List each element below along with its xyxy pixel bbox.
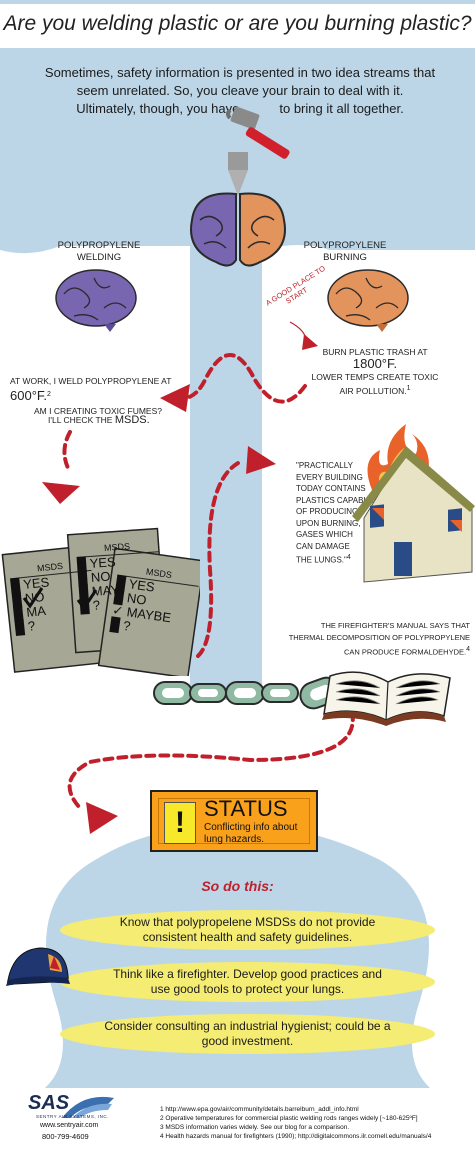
burn-text: BURN PLASTIC TRASH AT 1800°F. LOWER TEMP… <box>300 346 450 397</box>
left-label-2: WELDING <box>76 252 122 263</box>
brain-purple-icon <box>55 269 137 332</box>
firefighter-text: THE FIREFIGHTER'S MANUAL SAYS THAT THERM… <box>270 620 470 659</box>
intro-line-3a: Ultimately, though, you have <box>76 101 240 116</box>
tip-1: Know that polypropelene MSDSs do not pro… <box>60 910 435 950</box>
firefighter-helmet-icon <box>6 947 70 986</box>
burn-temp: 1800°F. <box>352 356 398 371</box>
warning-icon: ! <box>164 802 196 844</box>
burn-a: BURN PLASTIC TRASH AT <box>322 347 428 357</box>
tip-1-text: Know that polypropelene MSDSs do not pro… <box>119 915 376 944</box>
footer: SAS SENTRY AIR SYSTEMS, INC. www.sentrya… <box>0 1088 475 1152</box>
msds-sheets <box>1 527 200 676</box>
work-note: 2 <box>47 391 51 398</box>
right-label-2: BURNING <box>323 252 367 263</box>
footnote-1[interactable]: 1 http://www.epa.gov/air/community/detai… <box>160 1106 359 1113</box>
company-phone: 800-799-4609 <box>42 1132 89 1141</box>
status-text: Conflicting info about lung hazards. <box>204 822 298 845</box>
status-box: ! STATUS Conflicting info about lung haz… <box>150 790 318 852</box>
quote-line-1: EVERY BUILDING <box>296 472 363 482</box>
tip-2: Think like a firefighter. Develop good p… <box>60 962 435 1002</box>
footnote-4[interactable]: 4 Health hazards manual for firefighters… <box>160 1133 432 1140</box>
burn-3: AIR POLLUTION. <box>339 385 407 396</box>
quote-line-4: OF PRODUCING, <box>296 507 361 516</box>
work-temp: 600°F. <box>10 387 48 403</box>
company-name: SENTRY AIR SYSTEMS, INC. <box>36 1114 109 1119</box>
warning-icon-glyph: ! <box>175 806 185 839</box>
burn-2: LOWER TEMPS CREATE TOXIC <box>311 372 439 382</box>
page-title: Are you welding plastic or are you burni… <box>3 12 472 35</box>
house-fire-icon <box>352 424 475 583</box>
check-a: I'LL CHECK THE <box>48 415 113 425</box>
quote-line-7: CAN DAMAGE <box>296 541 350 551</box>
work-text: AT WORK, I WELD POLYPROPYLENE AT 600°F.2… <box>10 374 200 418</box>
footnote-2: 2 Operative temperatures for commercial … <box>160 1115 418 1122</box>
msds-sheet-3: MSDS █ YES █ NO ✓ MAYBE █ ? <box>109 560 201 643</box>
intro-line-2: seem unrelated. So, you cleave your brai… <box>76 83 404 98</box>
quote-line-2: TODAY CONTAINS <box>296 484 366 493</box>
ff-note: 4 <box>466 646 470 653</box>
tip-3: Consider consulting an industrial hygien… <box>60 1014 435 1054</box>
burn-note: 1 <box>406 385 411 392</box>
intro-line-1: Sometimes, safety information is present… <box>44 65 436 80</box>
quote-text: "PRACTICALLY EVERY BUILDING TODAY CONTAI… <box>296 460 382 566</box>
company-logo <box>62 1096 114 1118</box>
ff-1: THE FIREFIGHTER'S MANUAL SAYS THAT <box>320 621 470 630</box>
msds-sheet-3-q: ? <box>122 617 132 634</box>
book-icon <box>322 671 451 726</box>
status-inner <box>158 798 310 844</box>
quote-line-5: UPON BURNING, <box>296 518 361 528</box>
check-b: MSDS. <box>114 414 150 426</box>
company-web[interactable]: www.sentryair.com <box>40 1122 99 1129</box>
company-logo-text: SAS <box>28 1092 70 1114</box>
hammer-icon <box>226 106 290 159</box>
ff-3: CAN PRODUCE FORMALDEHYDE. <box>343 647 467 657</box>
quote-line-3: PLASTICS CAPABLE <box>296 495 374 505</box>
brain-icon <box>190 192 286 267</box>
left-label-1: POLYPROPYLENE <box>57 240 141 251</box>
cleaver-icon <box>228 152 248 196</box>
footnote-3: 3 MSDS information varies widely. See ou… <box>160 1124 350 1131</box>
tip-3-text: Consider consulting an industrial hygien… <box>104 1019 391 1048</box>
intro-text: Sometimes, safety information is present… <box>30 64 450 118</box>
check-text: I'LL CHECK THE MSDS. <box>48 414 150 426</box>
status-title: STATUS <box>204 796 288 821</box>
right-label-1: POLYPROPYLENE <box>303 240 387 251</box>
brain-orange-icon <box>327 269 409 332</box>
ff-2: THERMAL DECOMPOSITION OF POLYPROPYLENE <box>288 633 470 642</box>
intro-line-3: Ultimately, though, you have to bring it … <box>30 100 450 118</box>
work-a: AT WORK, I WELD POLYPROPYLENE AT <box>10 376 172 386</box>
title-bar: Are you welding plastic or are you burni… <box>0 4 475 48</box>
quote-line-0: "PRACTICALLY <box>296 461 353 470</box>
right-label: POLYPROPYLENE BURNING <box>300 240 390 264</box>
quote-line-8: THE LUNGS." <box>296 555 347 565</box>
work-toxic: AM I CREATING TOXIC FUMES? <box>34 405 162 416</box>
quote-line-6: GASES WHICH <box>296 530 353 539</box>
left-label: POLYPROPYLENE WELDING <box>54 240 144 264</box>
quote-note: 4 <box>346 554 351 561</box>
checkmark-icon <box>22 587 98 611</box>
tip-2-text: Think like a firefighter. Develop good p… <box>113 967 382 996</box>
so-do-this: So do this: <box>201 878 274 894</box>
intro-line-3b: to bring it all together. <box>279 101 404 116</box>
